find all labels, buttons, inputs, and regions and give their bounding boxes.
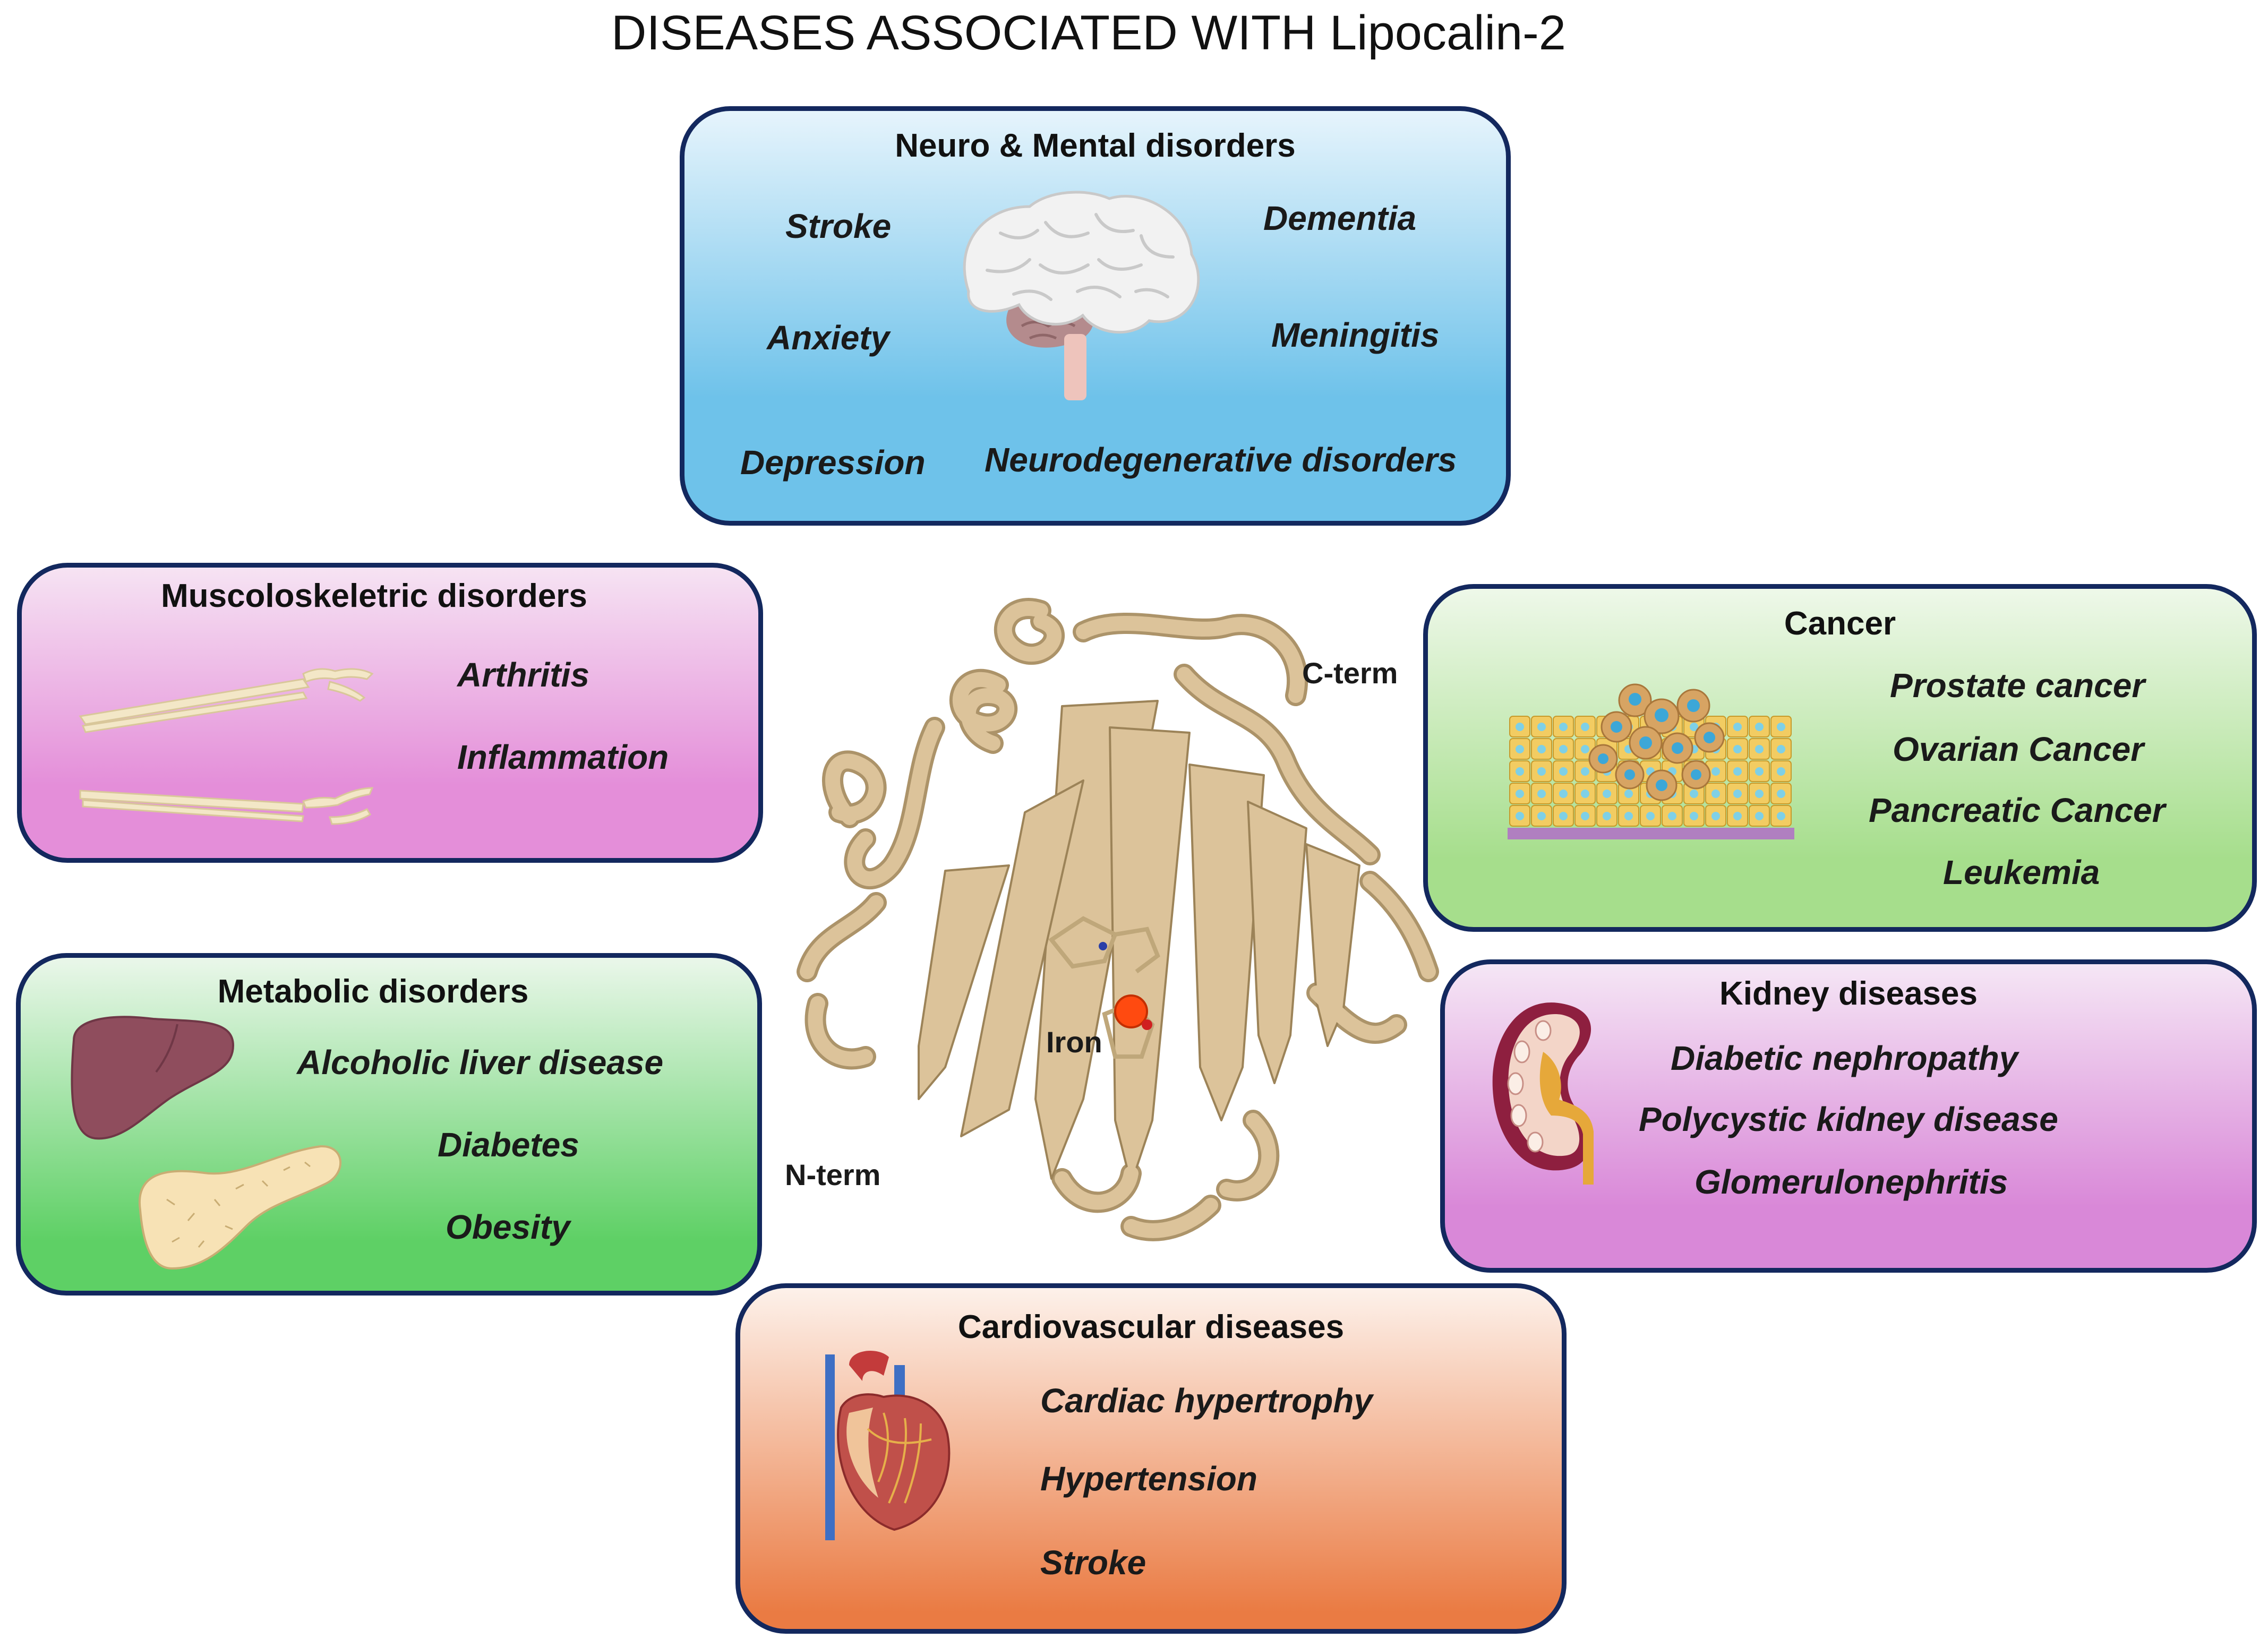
kidney-item-glomerulo: Glomerulonephritis <box>1694 1163 2008 1201</box>
metabolic-item-liver: Alcoholic liver disease <box>297 1043 664 1082</box>
neuro-item-meningitis: Meningitis <box>1271 316 1440 354</box>
tumor-cells-icon <box>1508 683 1794 839</box>
lipocalin-protein-ribbon <box>797 598 1439 1241</box>
kidney-box: Kidney diseases Diabetic nephropathy Pol… <box>1440 959 2257 1273</box>
liver-icon <box>71 1016 235 1140</box>
metabolic-item-obesity: Obesity <box>446 1208 570 1246</box>
n-term-label: N-term <box>785 1158 881 1191</box>
neuro-item-dementia: Dementia <box>1263 199 1417 237</box>
cancer-box: Cancer Prostate cancer Ovarian Cancer Pa… <box>1423 584 2257 932</box>
cancer-item-leukemia: Leukemia <box>1943 853 2100 891</box>
metabolic-box: Metabolic disorders Alcoholic liver dise… <box>16 953 762 1296</box>
cardio-title: Cardiovascular diseases <box>957 1309 1345 1345</box>
cardio-item-stroke: Stroke <box>1040 1543 1146 1582</box>
cardio-item-hypertension: Hypertension <box>1040 1460 1257 1498</box>
kidney-icon <box>1492 1002 1594 1185</box>
neuro-title: Neuro & Mental disorders <box>895 127 1296 164</box>
iron-atom <box>1114 994 1148 1028</box>
iron-label: Iron <box>1046 1025 1102 1059</box>
metabolic-item-diabetes: Diabetes <box>438 1126 579 1164</box>
musculo-item-inflammation: Inflammation <box>457 738 669 776</box>
c-term-label: C-term <box>1302 656 1398 690</box>
cancer-item-pancreatic: Pancreatic Cancer <box>1869 791 2166 829</box>
kidney-item-nephropathy: Diabetic nephropathy <box>1671 1039 2018 1077</box>
page-title: DISEASES ASSOCIATED WITH Lipocalin-2 <box>611 6 1566 60</box>
brain-icon <box>963 191 1200 400</box>
metabolic-title: Metabolic disorders <box>217 973 529 1010</box>
neuro-item-anxiety: Anxiety <box>767 319 890 357</box>
neuro-item-stroke: Stroke <box>785 207 892 245</box>
kidney-item-polycystic: Polycystic kidney disease <box>1639 1100 2058 1138</box>
musculo-box: Muscoloskeletric disorders Arthritis Inf… <box>17 563 763 863</box>
neuro-item-neurodegenerative: Neurodegenerative disorders <box>985 441 1457 479</box>
musculo-title: Muscoloskeletric disorders <box>161 578 587 614</box>
cardio-box: Cardiovascular diseases Cardiac hypertro… <box>735 1283 1567 1634</box>
heart-icon <box>825 1351 951 1540</box>
neuro-box: Neuro & Mental disorders Stroke Dementia… <box>680 106 1511 526</box>
pancreas-icon <box>138 1145 341 1270</box>
cardio-item-hypertrophy: Cardiac hypertrophy <box>1040 1382 1373 1420</box>
kidney-title: Kidney diseases <box>1719 975 1978 1012</box>
neuro-item-depression: Depression <box>740 443 926 482</box>
cancer-title: Cancer <box>1784 605 1896 642</box>
musculo-item-arthritis: Arthritis <box>457 656 589 694</box>
bone-arm-icon <box>79 668 374 825</box>
cancer-item-ovarian: Ovarian Cancer <box>1893 730 2144 768</box>
cancer-item-prostate: Prostate cancer <box>1890 666 2145 705</box>
